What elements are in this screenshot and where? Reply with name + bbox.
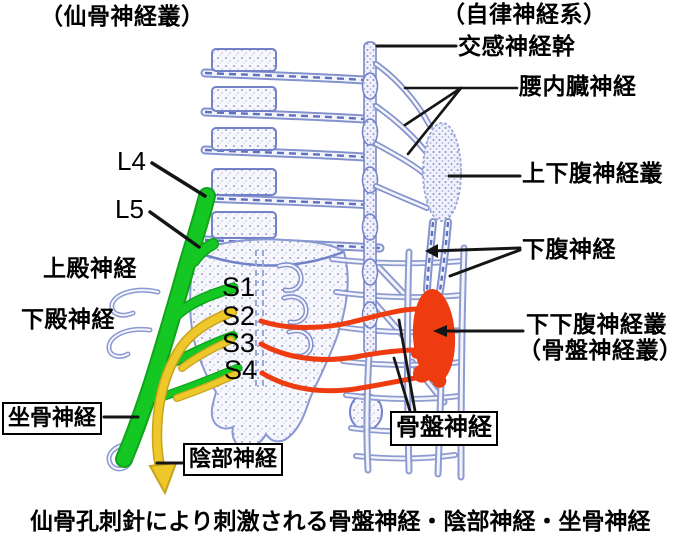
label-superior-hypogastric-plexus: 上下腹神経叢 bbox=[522, 160, 663, 186]
leader-pelvic-nerve bbox=[392, 318, 417, 413]
leader-l5 bbox=[148, 210, 201, 249]
leader-inferior-hypogastric bbox=[433, 325, 525, 337]
inferior-hypogastric-plexus-oval bbox=[410, 289, 456, 388]
label-s3: S3 bbox=[222, 328, 256, 358]
figure-caption: 仙骨孔刺針により刺激される骨盤神経・陰部神経・坐骨神経 bbox=[30, 508, 651, 534]
box-sciatic-nerve: 坐骨神経 bbox=[2, 402, 103, 435]
pelvic-nerves-drawing bbox=[258, 306, 423, 394]
pudendal-arrowhead bbox=[148, 461, 178, 496]
title-sacral-plexus: （仙骨神経叢） bbox=[40, 3, 205, 29]
label-superior-gluteal-nerve: 上殿神経 bbox=[43, 255, 137, 281]
leader-l4 bbox=[150, 161, 207, 198]
superior-hypogastric-plexus-oval bbox=[422, 122, 462, 222]
label-pelvic-plexus-alias: （骨盤神経叢） bbox=[518, 337, 683, 363]
leader-lines bbox=[102, 44, 525, 465]
leader-hypogastric bbox=[425, 244, 522, 278]
pudendal-nerve-drawing bbox=[148, 306, 240, 496]
sympathetic-trunk bbox=[361, 41, 379, 355]
label-sympathetic-trunk: 交感神経幹 bbox=[458, 33, 576, 59]
leader-lumbar-splanchnic bbox=[403, 86, 519, 156]
sciatic-nerve-drawing bbox=[115, 187, 243, 468]
box-pudendal-nerve: 陰部神経 bbox=[183, 443, 284, 476]
label-s2: S2 bbox=[222, 301, 256, 331]
label-l4: L4 bbox=[117, 146, 146, 176]
label-inferior-hypogastric-plexus: 下下腹神経叢 bbox=[526, 311, 667, 337]
box-pelvic-nerve: 骨盤神経 bbox=[390, 411, 498, 446]
label-l5: L5 bbox=[115, 194, 144, 224]
vertebral-column bbox=[211, 48, 277, 239]
label-hypogastric-nerve: 下腹神経 bbox=[522, 236, 616, 262]
title-autonomic-system: （自律神経系） bbox=[442, 1, 607, 27]
label-s4: S4 bbox=[224, 355, 258, 385]
label-s1: S1 bbox=[222, 272, 256, 302]
label-inferior-gluteal-nerve: 下殿神経 bbox=[21, 306, 115, 332]
label-lumbar-splanchnic-nerve: 腰内臓神経 bbox=[519, 73, 637, 99]
